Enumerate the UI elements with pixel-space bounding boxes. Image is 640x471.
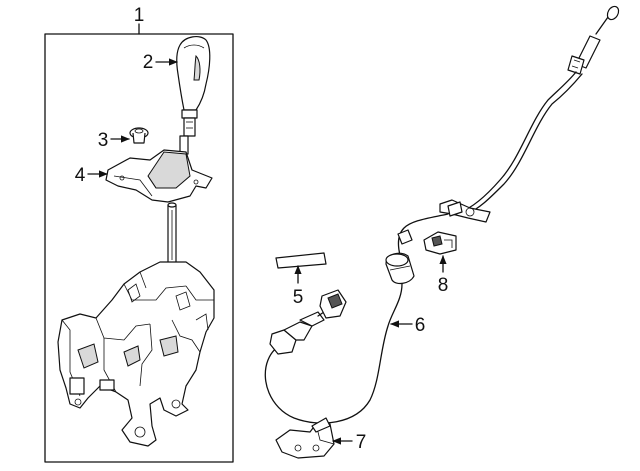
svg-text:8: 8 xyxy=(438,275,449,296)
shift-bezel xyxy=(105,149,213,203)
svg-text:3: 3 xyxy=(98,130,109,151)
callout-5: 5 xyxy=(293,265,304,308)
cable-bracket xyxy=(275,417,335,459)
shift-knob xyxy=(176,35,211,155)
svg-text:7: 7 xyxy=(356,432,367,453)
callout-3: 3 xyxy=(98,130,130,151)
retaining-clip xyxy=(129,127,149,144)
shifter-assembly xyxy=(57,202,215,447)
svg-text:4: 4 xyxy=(75,165,86,186)
caution-label xyxy=(275,252,327,269)
callout-4: 4 xyxy=(75,165,108,186)
callout-1: 1 xyxy=(134,5,145,26)
callout-2: 2 xyxy=(143,52,178,73)
svg-text:1: 1 xyxy=(134,5,145,26)
callout-8: 8 xyxy=(438,255,449,296)
svg-text:2: 2 xyxy=(143,52,154,73)
callout-6: 6 xyxy=(390,315,426,336)
svg-text:6: 6 xyxy=(415,315,426,336)
shift-cable xyxy=(264,5,620,424)
svg-text:5: 5 xyxy=(293,287,304,308)
assembly-frame xyxy=(44,23,234,463)
cable-retainer xyxy=(423,231,457,255)
callout-7: 7 xyxy=(332,432,367,453)
